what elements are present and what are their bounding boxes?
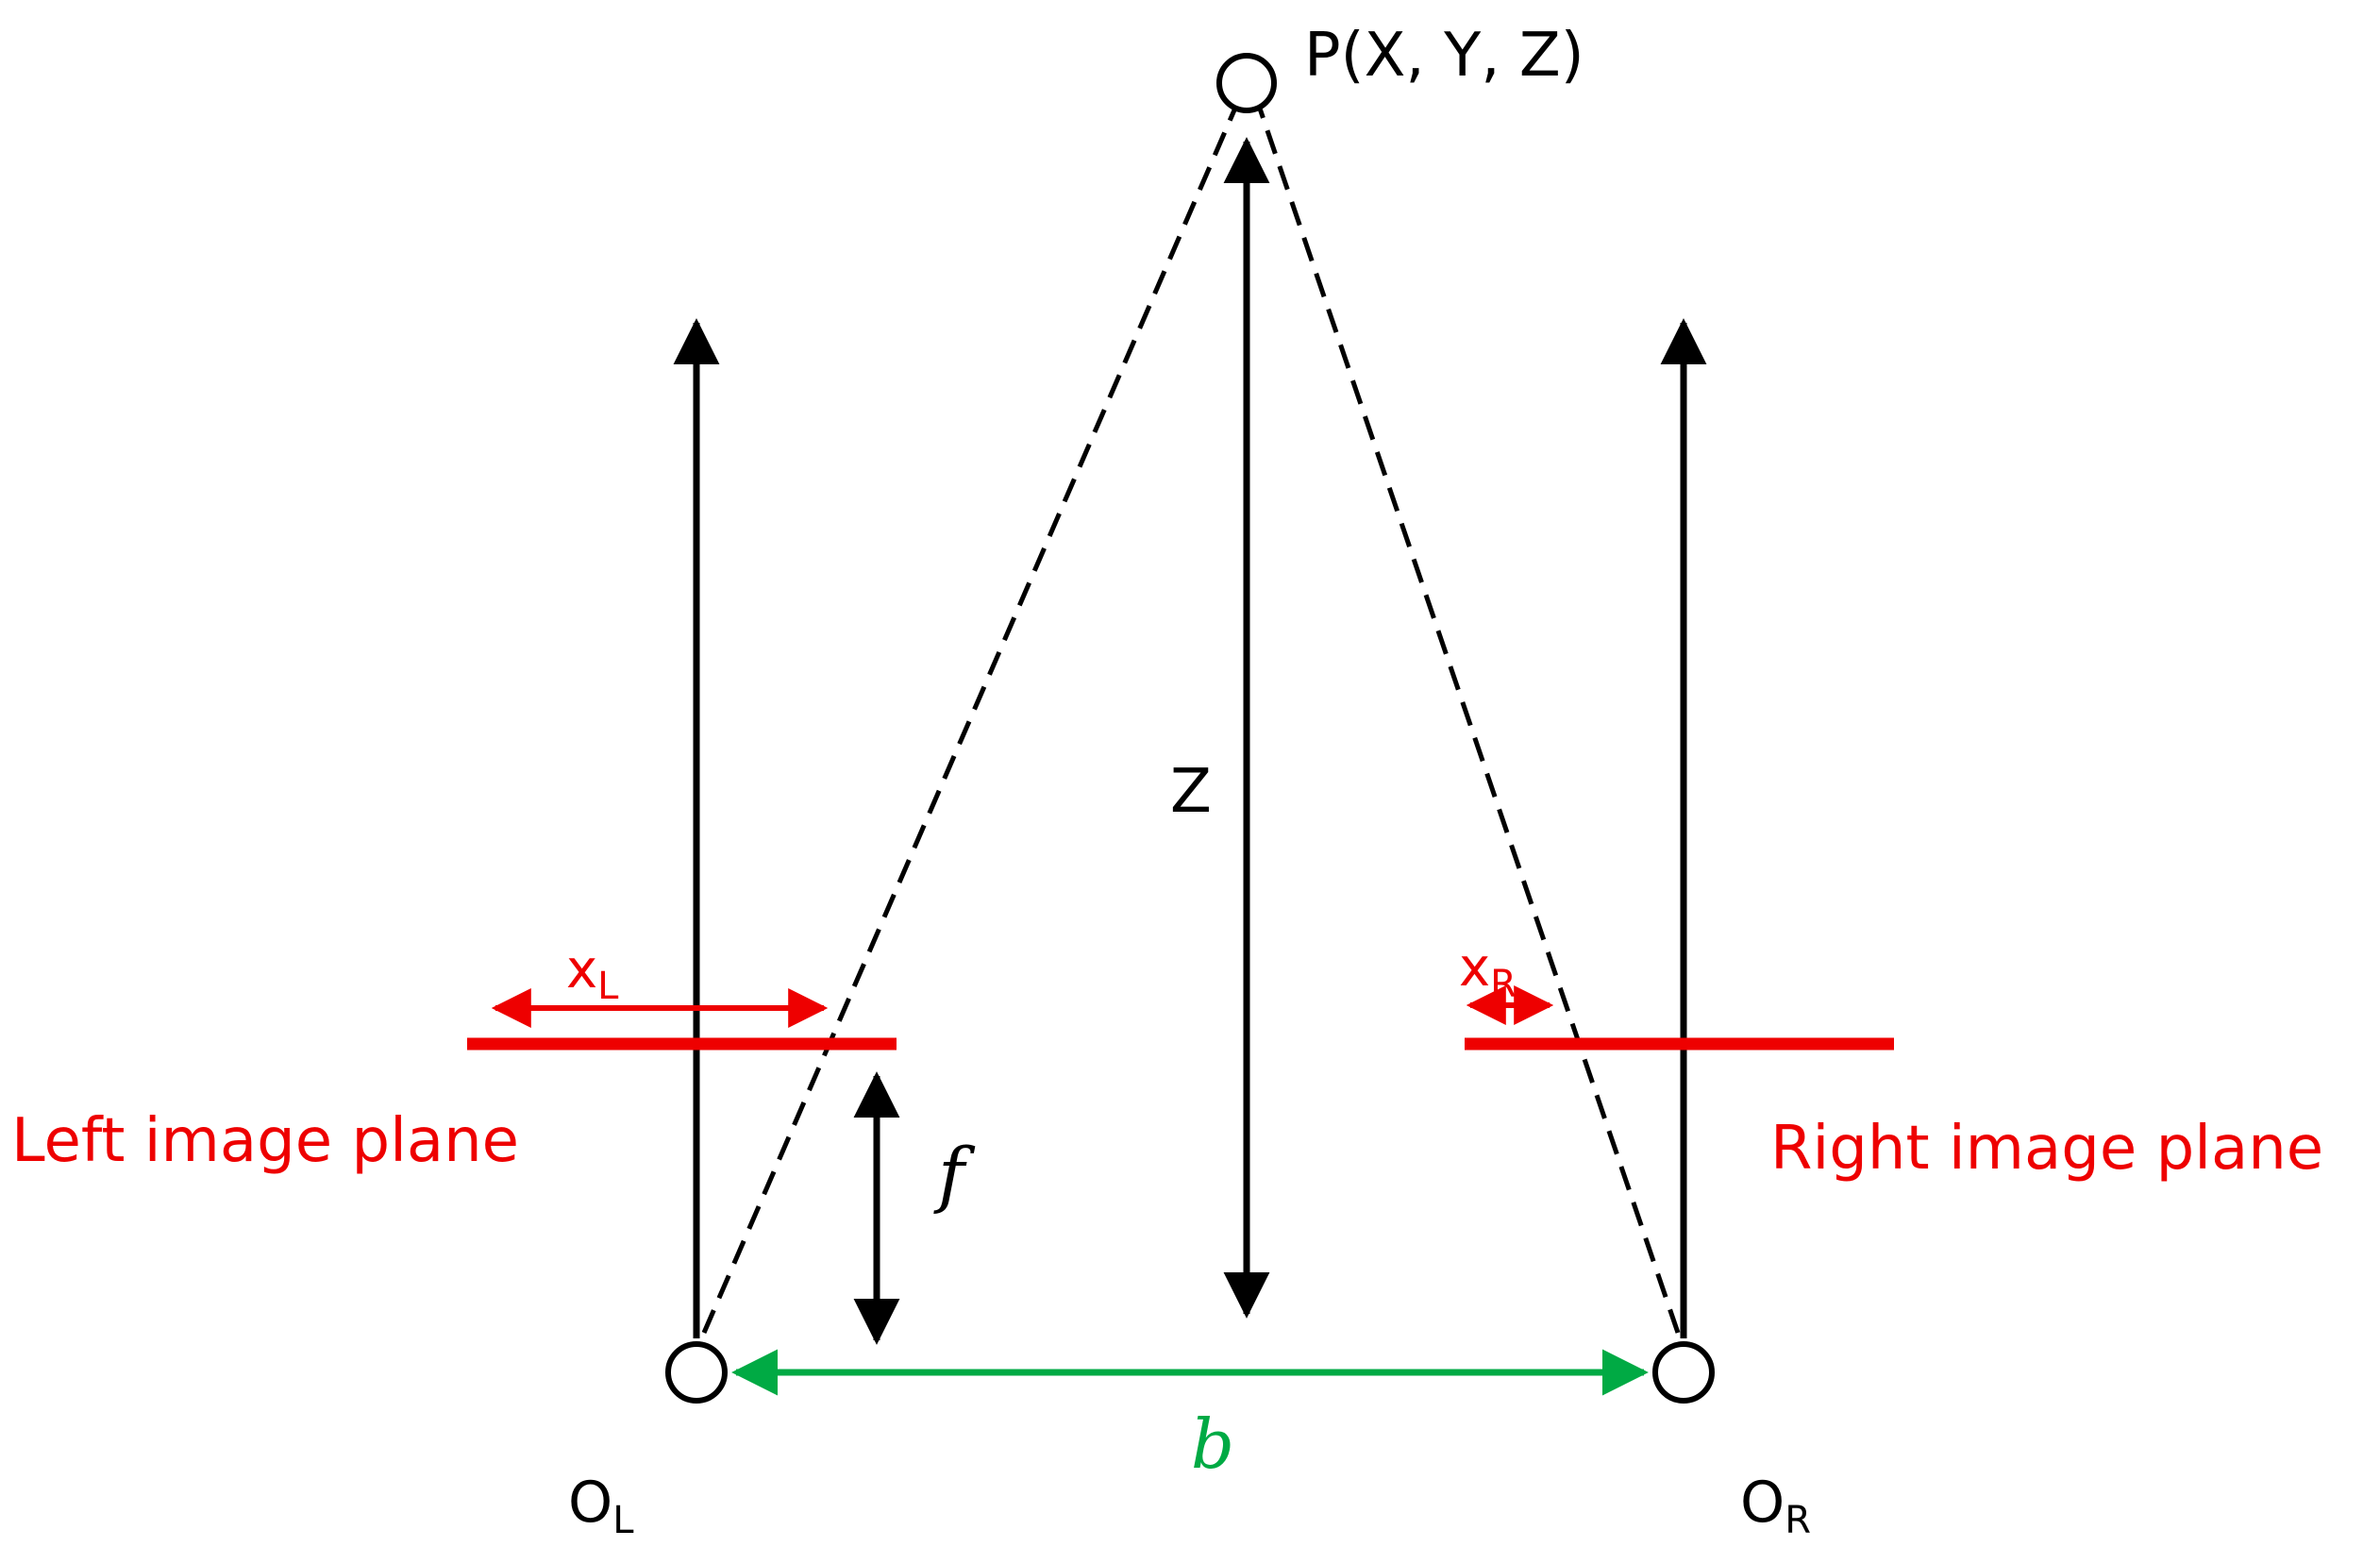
- baseline-label: b: [1191, 1404, 1234, 1484]
- point-p-marker: [1216, 53, 1277, 113]
- focal-length-label: f: [933, 1132, 976, 1216]
- x-right-label: xR: [1459, 937, 1517, 1006]
- right-camera-label-main: O: [1740, 1470, 1785, 1536]
- depth-label: Z: [1170, 757, 1212, 827]
- left-projection-ray: [701, 105, 1239, 1334]
- x-right-label-sub: R: [1490, 963, 1517, 1006]
- left-camera-label-main: O: [568, 1470, 612, 1536]
- x-left-label-sub: L: [597, 965, 619, 1008]
- left-camera-center-marker: [665, 1341, 728, 1404]
- right-camera-center-marker: [1652, 1341, 1715, 1404]
- right-image-plane-label: Right image plane: [1770, 1114, 2323, 1184]
- x-right-label-main: x: [1459, 937, 1490, 999]
- x-left-label-main: x: [566, 939, 597, 1001]
- right-projection-ray: [1256, 105, 1681, 1334]
- left-camera-label-sub: L: [612, 1499, 634, 1542]
- right-camera-label: OR: [1740, 1470, 1811, 1542]
- left-camera-label: OL: [568, 1470, 634, 1542]
- point-p-label: P(X, Y, Z): [1304, 21, 1584, 91]
- left-image-plane-label: Left image plane: [11, 1106, 519, 1176]
- right-camera-label-sub: R: [1785, 1499, 1811, 1542]
- x-left-label: xL: [566, 939, 619, 1008]
